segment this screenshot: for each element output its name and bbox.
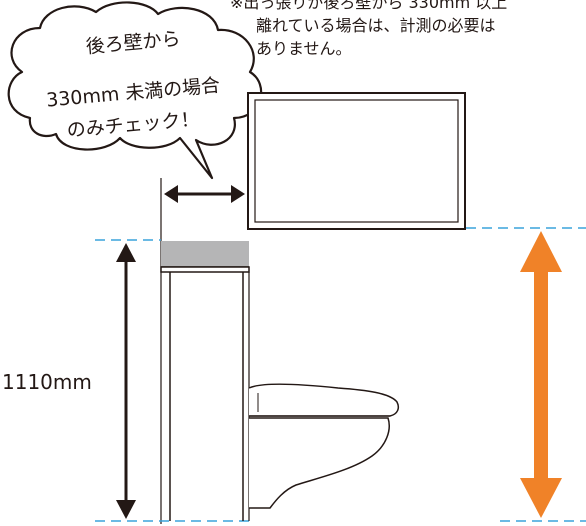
height-dimension-arrow <box>116 243 136 519</box>
dashed-reference-lines <box>95 227 586 522</box>
toilet-bowl <box>248 383 400 509</box>
distance-arrow <box>164 185 245 203</box>
wall-protrusion-box <box>247 92 466 230</box>
measurement-note: ※出っ張りが後ろ壁から 330mm 以上 離れている場合は、計測の必要は ありま… <box>230 0 586 60</box>
speech-bubble <box>7 1 263 180</box>
orange-height-arrow <box>520 231 562 518</box>
note-line-3: ありません。 <box>256 39 352 58</box>
note-line-1: ※出っ張りが後ろ壁から 330mm 以上 <box>230 0 508 12</box>
toilet-tank-cabinet <box>160 241 250 521</box>
height-dimension-label: 1110mm <box>2 370 92 394</box>
note-line-2: 離れている場合は、計測の必要は <box>256 16 496 35</box>
